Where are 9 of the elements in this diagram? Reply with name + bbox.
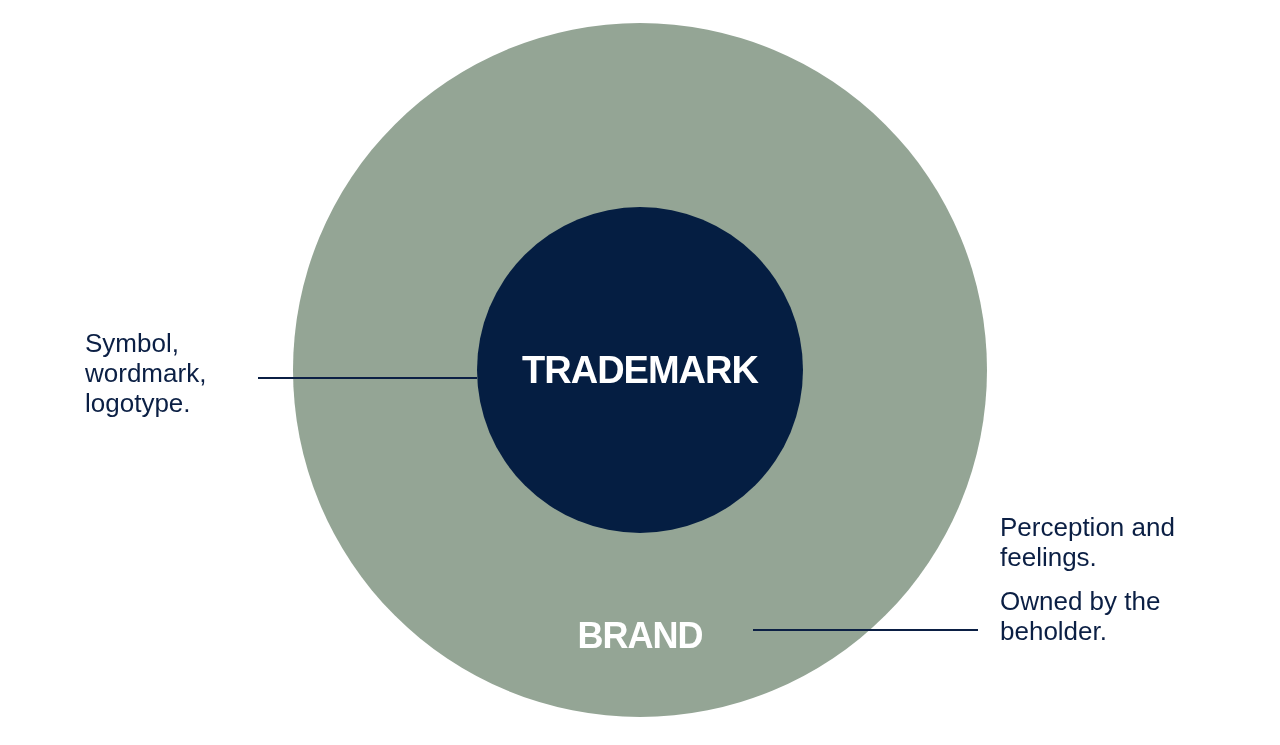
callout-text: Symbol, wordmark, logotype. bbox=[85, 328, 208, 418]
circle-label: TRADEMARK bbox=[521, 349, 760, 392]
circle-label: BRAND bbox=[576, 615, 704, 657]
leader-line bbox=[752, 629, 979, 631]
leader-line bbox=[257, 377, 478, 379]
callout-text: Owned by the beholder. bbox=[1000, 586, 1162, 646]
callout-text: Perception and feelings. bbox=[1000, 512, 1176, 572]
inner-circle bbox=[477, 207, 803, 533]
outer-circle bbox=[293, 23, 987, 717]
